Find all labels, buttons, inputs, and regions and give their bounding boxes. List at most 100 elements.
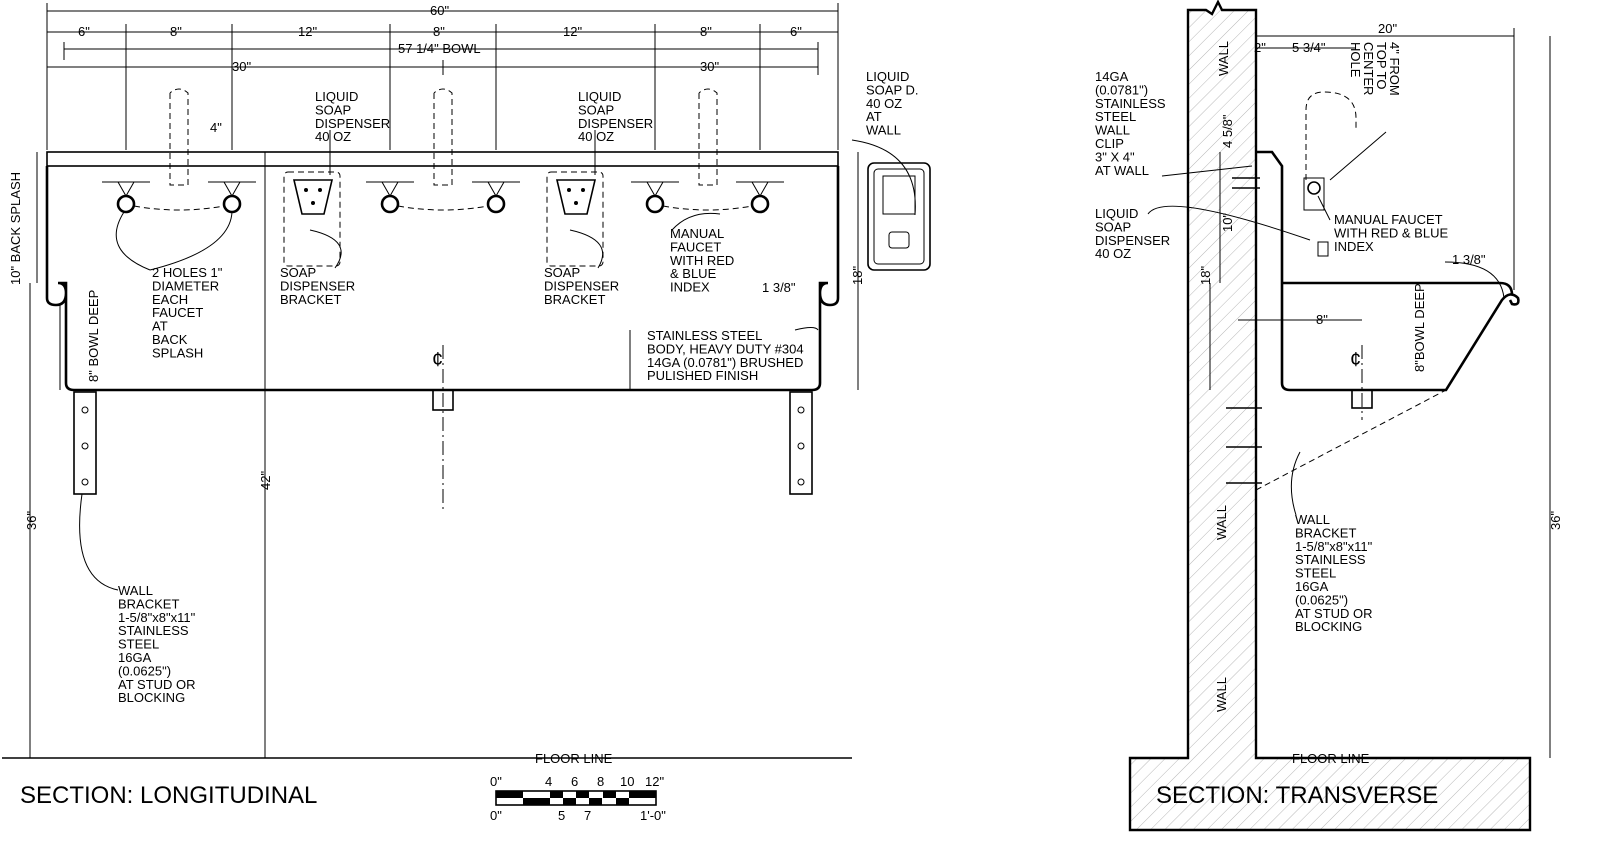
dim-36-transverse: 36"	[1548, 511, 1563, 530]
scale-bottom-5: 5	[558, 808, 565, 823]
scale-top-10: 10	[620, 774, 634, 789]
drain-centerline: ¢	[432, 345, 454, 510]
section-title-longitudinal: SECTION: LONGITUDINAL	[20, 782, 317, 809]
sink-profile	[1256, 150, 1520, 392]
screws	[1226, 177, 1262, 484]
label-line: BACK	[152, 332, 188, 347]
label-line: CENTER	[1361, 42, 1376, 95]
label-line: BLOCKING	[118, 690, 185, 705]
label-line: 2 HOLES 1"	[152, 265, 223, 280]
label-line: & BLUE	[670, 266, 717, 281]
label-line: 16GA	[1295, 579, 1329, 594]
label-line: DISPENSER	[544, 278, 619, 293]
label-wall-bracket: WALLBRACKET1-5/8"x8"x11"STAINLESSSTEEL16…	[118, 583, 196, 705]
faucet-handle-hot	[380, 194, 400, 214]
faucet-handle-cold	[222, 194, 242, 214]
label-line: (0.0625")	[1295, 592, 1348, 607]
dim-18: 18"	[1198, 266, 1213, 285]
dim-offset-2: 2"	[1254, 40, 1266, 55]
label-line: MANUAL	[670, 226, 724, 241]
label-line: PULISHED FINISH	[647, 368, 758, 383]
dim-rim: 1 3/8"	[762, 280, 796, 295]
wall-label-3: WALL	[1214, 677, 1229, 712]
dim-segment-5: 12"	[563, 24, 582, 39]
label-line: TOP TO	[1374, 42, 1389, 89]
label-line: FAUCET	[670, 239, 721, 254]
label-line: 16GA	[118, 650, 152, 665]
backsplash	[46, 151, 839, 167]
label-line: DISPENSER	[280, 278, 355, 293]
faucet-handle-cold	[486, 194, 506, 214]
top-dimensions	[46, 3, 839, 150]
label-line: SOAP	[1095, 219, 1131, 234]
label-line: 14GA	[1095, 69, 1129, 84]
wall-label-2: WALL	[1214, 505, 1229, 540]
dim-backsplash: 10" BACK SPLASH	[8, 172, 23, 285]
wall-bracket-right	[789, 391, 813, 495]
label-line: 1-5/8"x8"x11"	[1295, 539, 1373, 554]
dim-offset-5-3-4: 5 3/4"	[1292, 40, 1326, 55]
faucet-group-2	[366, 88, 520, 214]
dim-bowl: 57 1/4" BOWL	[398, 41, 481, 56]
label-line: SOAP D.	[866, 82, 919, 97]
label-line: DISPENSER	[1095, 233, 1170, 248]
scale-top-6: 6	[571, 774, 578, 789]
soap-dispenser-right	[546, 171, 604, 267]
label-line: 40 OZ	[578, 129, 614, 144]
label-line: STEEL	[118, 637, 159, 652]
label-line: LIQUID	[866, 69, 909, 84]
label-line: WALL	[1295, 512, 1330, 527]
scale-bottom-7: 7	[584, 808, 591, 823]
label-line: AT WALL	[1095, 163, 1149, 178]
label-line: CLIP	[1095, 136, 1124, 151]
label-line: SPLASH	[152, 345, 203, 360]
label-line: WALL	[866, 123, 901, 138]
label-line: 40 OZ	[866, 96, 902, 111]
label-line: 14GA (0.0781") BRUSHED	[647, 355, 803, 370]
label-line: SOAP	[544, 265, 580, 280]
label-line: STAINLESS	[1295, 552, 1366, 567]
faucet-handle-hot	[645, 194, 665, 214]
dim-segment-1: 6"	[78, 24, 90, 39]
label-line: AT	[866, 109, 882, 124]
label-line: BRACKET	[544, 292, 605, 307]
label-line: LIQUID	[1095, 206, 1138, 221]
dim-offset-4: 4"	[210, 120, 222, 135]
scale-top-8: 8	[597, 774, 604, 789]
label-line: STAINLESS	[1095, 96, 1166, 111]
scale-bar: 0" 4 6 8 10 12" 0" 5 7 1'-0"	[490, 774, 666, 823]
longitudinal-section: 60" 6" 8" 12" 8" 12" 8" 6" 57 1/4" BOWL …	[2, 3, 931, 809]
label-wall-bracket-transverse: WALLBRACKET1-5/8"x8"x11"STAINLESSSTEEL16…	[1295, 512, 1373, 634]
label-line: LIQUID	[315, 89, 358, 104]
faucet-handle-cold	[750, 194, 770, 214]
dim-bowl-deep: 8" BOWL DEEP	[86, 290, 101, 382]
label-line: INDEX	[670, 280, 710, 295]
label-line: AT STUD OR	[118, 677, 196, 692]
dim-height-36: 36"	[24, 511, 39, 530]
scale-bottom-1ft: 1'-0"	[640, 808, 666, 823]
label-line: AT	[152, 319, 168, 334]
label-line: BLOCKING	[1295, 619, 1362, 634]
label-line: FAUCET	[152, 305, 203, 320]
dim-4-5-8: 4 5/8"	[1220, 114, 1235, 148]
label-line: WITH RED	[670, 253, 734, 268]
dim-bowl-deep-transverse: 8"BOWL DEEP	[1412, 283, 1427, 372]
dim-segment-6: 8"	[700, 24, 712, 39]
label-line: BRACKET	[118, 596, 179, 611]
soap-dispenser-wall	[867, 162, 931, 271]
label-line: WITH RED & BLUE	[1334, 225, 1448, 240]
label-line: 3" X 4"	[1095, 149, 1135, 164]
label-line: BRACKET	[280, 292, 341, 307]
dim-rim-transverse: 1 3/8"	[1452, 252, 1486, 267]
label-line: BRACKET	[1295, 525, 1356, 540]
